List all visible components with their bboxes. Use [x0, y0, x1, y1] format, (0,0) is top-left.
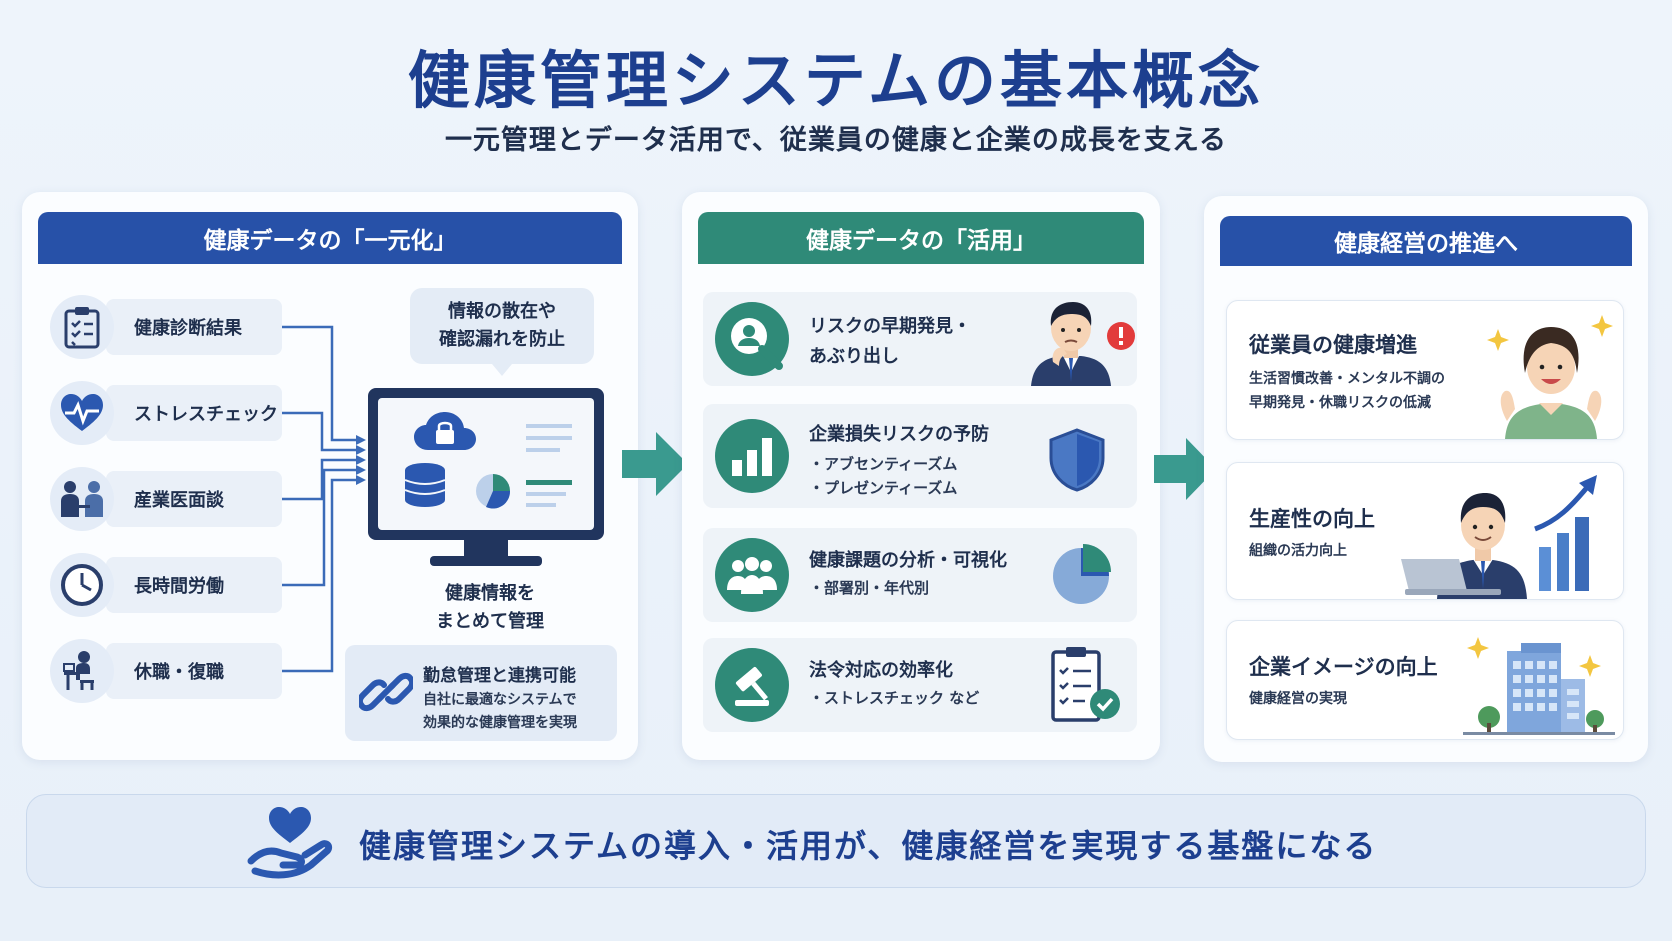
monitor-icon	[368, 388, 604, 566]
use-sub-line-2: ・プレゼンティーズム	[809, 479, 958, 497]
result-sub-line-2: 早期発見・休職リスクの低減	[1249, 395, 1431, 411]
result-item-corporate-image: 企業イメージの向上 健康経営の実現	[1226, 620, 1624, 740]
office-building-icon	[1463, 637, 1615, 735]
happy-woman-icon	[1487, 315, 1613, 439]
integration-title: 勤怠管理と連携可能	[423, 666, 576, 686]
clipboard-icon	[50, 295, 114, 359]
bubble-line-1: 情報の散在や	[448, 301, 556, 322]
hand-heart-icon	[247, 807, 333, 879]
result-sub-line-1: 組織の活力向上	[1249, 543, 1347, 559]
use-sub-line-1: ・部署別・年代別	[809, 579, 930, 597]
search-person-icon	[715, 302, 789, 376]
use-item-analysis: 健康課題の分析・可視化 ・部署別・年代別	[703, 528, 1137, 622]
group-icon	[715, 538, 789, 612]
integration-desc: 自社に最適なシステムで 効果的な健康管理を実現	[423, 689, 577, 735]
source-item-doctor-interview: 産業医面談	[50, 467, 282, 531]
panel-utilization-header: 健康データの「活用」	[698, 212, 1144, 264]
panel-health-management-header: 健康経営の推進へ	[1220, 216, 1632, 266]
heart-pulse-icon	[50, 381, 114, 445]
bubble-line-2: 確認漏れを防止	[439, 329, 565, 350]
use-sub-line-1: ・ストレスチェック など	[809, 689, 980, 707]
integration-desc-line-1: 自社に最適なシステムで	[423, 692, 577, 708]
source-label: 休職・復職	[106, 643, 282, 699]
result-title: 生産性の向上	[1249, 507, 1375, 531]
result-item-health-promotion: 従業員の健康増進 生活習慣改善・メンタル不調の 早期発見・休職リスクの低減	[1226, 300, 1624, 440]
source-label: 長時間労働	[106, 557, 282, 613]
page-title: 健康管理システムの基本概念	[407, 44, 1265, 117]
source-label: ストレスチェック	[106, 385, 282, 441]
source-item-long-hours: 長時間労働	[50, 553, 282, 617]
integration-box: 勤怠管理と連携可能 自社に最適なシステムで 効果的な健康管理を実現	[345, 645, 617, 741]
link-icon	[359, 672, 413, 712]
prevention-bubble: 情報の散在や 確認漏れを防止	[410, 288, 594, 376]
caption-line-2: まとめて管理	[436, 611, 544, 632]
source-label: 健康診断結果	[106, 299, 282, 355]
use-title-line-1: リスクの早期発見・	[809, 316, 971, 337]
integration-desc-line-2: 効果的な健康管理を実現	[423, 715, 577, 731]
worried-man-icon	[1031, 302, 1135, 386]
flow-arrow-icon	[1154, 438, 1216, 500]
man-laptop-growth-icon	[1401, 475, 1597, 599]
source-item-health-checkup: 健康診断結果	[50, 295, 282, 359]
panel-unification-header: 健康データの「一元化」	[38, 212, 622, 264]
bar-chart-icon	[715, 419, 789, 493]
caption-line-1: 健康情報を	[445, 583, 535, 604]
use-item-loss-prevention: 企業損失リスクの予防 ・アブセンティーズム ・プレゼンティーズム	[703, 404, 1137, 508]
bottom-message: 健康管理システムの導入・活用が、健康経営を実現する基盤になる	[359, 827, 1378, 865]
bottom-banner: 健康管理システムの導入・活用が、健康経営を実現する基盤になる	[26, 794, 1646, 888]
desk-person-icon	[50, 639, 114, 703]
monitor-caption: 健康情報を まとめて管理	[380, 580, 600, 636]
flow-arrow-icon	[622, 432, 688, 496]
use-item-compliance: 法令対応の効率化 ・ストレスチェック など	[703, 638, 1137, 732]
checklist-icon	[1051, 647, 1120, 722]
source-item-stress-check: ストレスチェック	[50, 381, 282, 445]
use-item-risk-detection: リスクの早期発見・ あぶり出し	[703, 292, 1137, 386]
source-label: 産業医面談	[106, 471, 282, 527]
use-title: 法令対応の効率化	[809, 660, 953, 681]
use-sub-line-1: ・アブセンティーズム	[809, 455, 958, 473]
pie-chart-icon	[1053, 544, 1111, 604]
use-title: 企業損失リスクの予防	[809, 424, 989, 445]
page-subtitle: 一元管理とデータ活用で、従業員の健康と企業の成長を支える	[444, 125, 1228, 156]
use-title: 健康課題の分析・可視化	[809, 550, 1007, 571]
use-title-line-2: あぶり出し	[809, 346, 899, 367]
consultation-icon	[50, 467, 114, 531]
clock-icon	[50, 553, 114, 617]
connector-lines	[282, 325, 366, 673]
source-item-leave-return: 休職・復職	[50, 639, 282, 703]
result-title: 従業員の健康増進	[1249, 333, 1417, 357]
result-item-productivity: 生産性の向上 組織の活力向上	[1226, 462, 1624, 600]
result-sub-line-1: 健康経営の実現	[1249, 691, 1347, 707]
result-title: 企業イメージの向上	[1249, 655, 1438, 679]
shield-icon	[1049, 428, 1105, 492]
gavel-icon	[715, 648, 789, 722]
result-sub-line-1: 生活習慣改善・メンタル不調の	[1249, 371, 1445, 387]
